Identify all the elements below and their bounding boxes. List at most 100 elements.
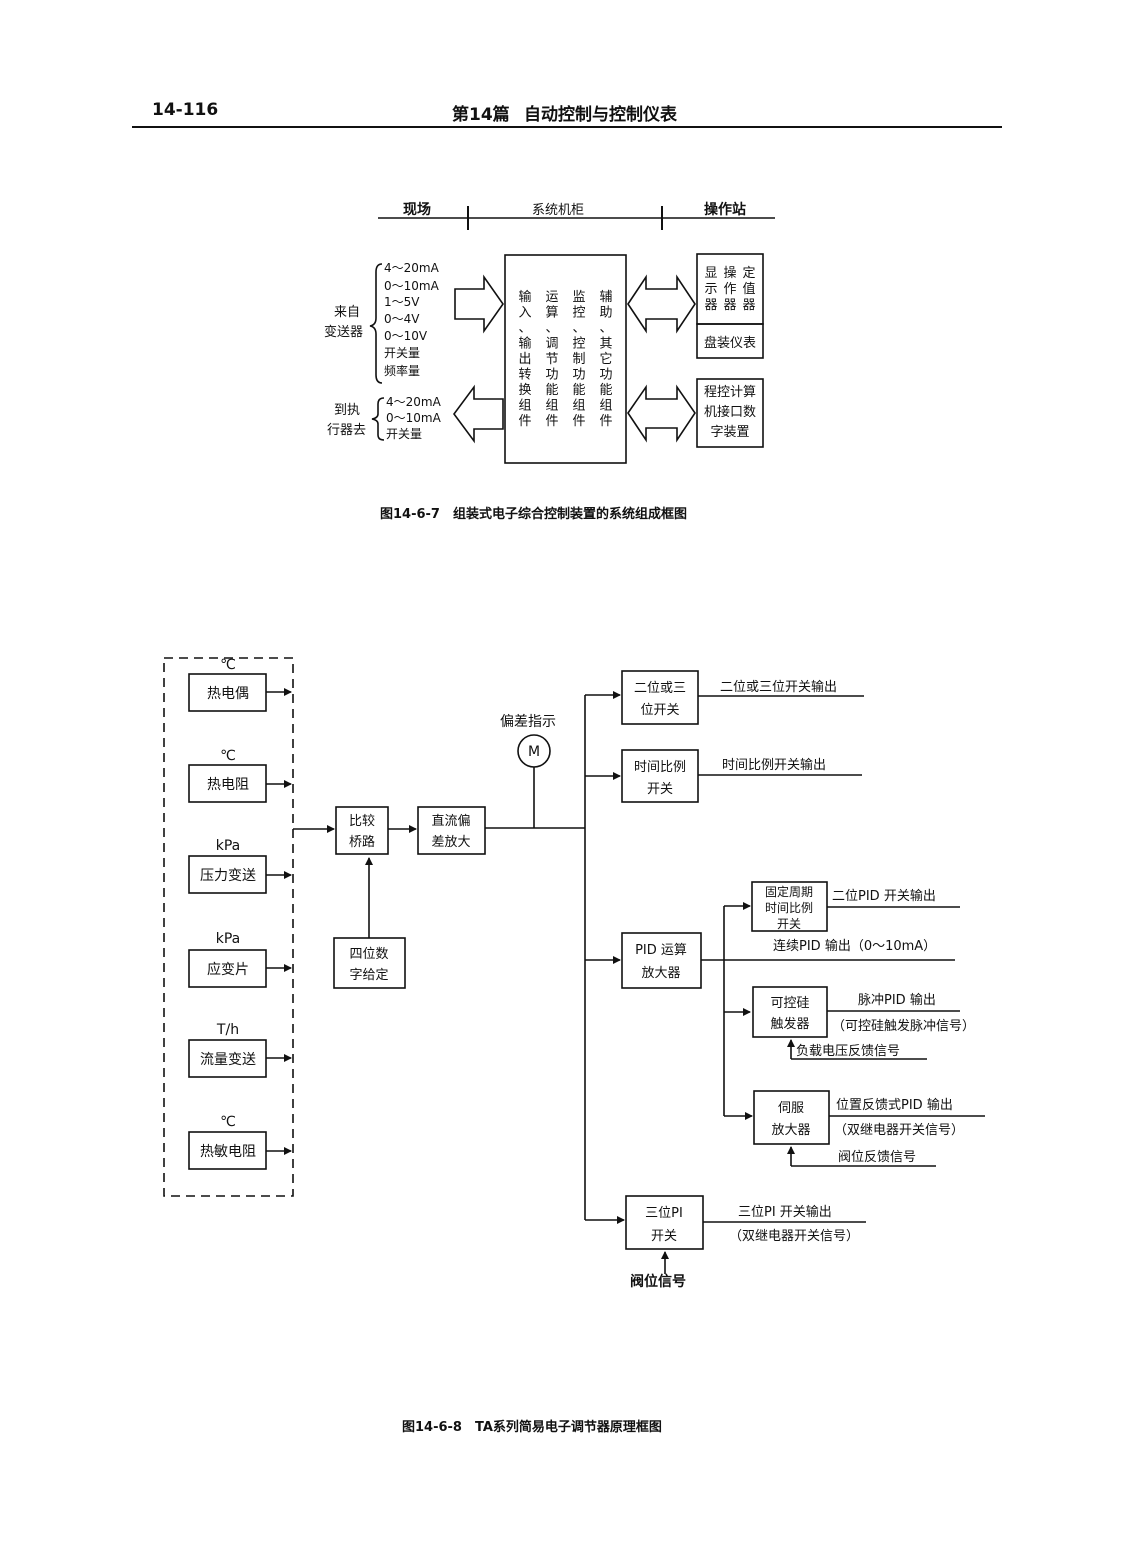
output-labels: 二位或三位开关输出 时间比例开关输出 二位PID 开关输出 连续PID 输出（0… [630,679,975,1290]
module-aux-char: 它 [599,351,612,367]
chapter-label: 第14篇 [452,105,510,125]
dc-amp-label-2: 差放大 [431,835,470,850]
input-signal-list: 4～20mA 0～10mA 1～5V 0～4V 0～10V 开关量 频率量 [384,261,440,378]
module-aux-char: 件 [599,414,612,429]
station-col-char: 器 [704,298,717,313]
two-three-output: 二位或三位开关输出 [720,679,837,695]
input-signal: 频率量 [384,363,420,378]
meter-symbol: M [528,744,540,760]
bidir-arrow-station [627,274,696,334]
module-monitor-char: 功 [572,368,585,383]
from-transmitter-2: 变送器 [324,324,363,340]
scr-box [752,986,828,1038]
output-signal: 开关量 [386,427,422,441]
panel-instrument-box [696,323,764,359]
module-calc-char: 运 [545,290,558,305]
sensor-label: 流量变送 [200,1052,256,1068]
sensor-label: 热敏电阻 [200,1144,256,1160]
station-col-char: 显 [704,266,717,281]
station-col-char: 值 [742,281,755,297]
module-calc-char: 调 [545,337,558,352]
module-aux-char: 助 [599,306,612,321]
bridge-label-1: 比较 [349,814,375,829]
valve-feedback-label: 阀位反馈信号 [838,1150,916,1165]
module-io-char: 出 [518,352,531,367]
module-aux-char: 辅 [599,290,612,305]
fixed-period-label-3: 开关 [777,917,801,931]
input-signal: 1～5V [384,295,420,309]
module-aux-char: 功 [599,368,612,383]
bridge-box [335,806,389,855]
relay-signal: （双继电器开关信号） [834,1123,964,1138]
computer-line-1: 程控计算 [704,385,756,400]
station-col-char: 定 [742,266,755,281]
pulse-signal: （可控硅触发脉冲信号） [832,1018,975,1034]
module-monitor-char: 控 [572,306,585,321]
to-actuator-2: 行器去 [327,423,366,438]
sensor-label: 压力变送 [200,868,256,884]
module-io-char: 、 [518,321,531,336]
module-monitor-char: 控 [572,337,585,352]
figure-14-6-7-caption: 图14-6-7 组装式电子综合控制装置的系统组成框图 [380,507,687,522]
pid-amp-label-1: PID 运算 [635,943,687,958]
sensor-frame [163,657,294,1197]
computer-line-3: 字装置 [710,425,749,440]
sensor-label: 应变片 [207,961,249,978]
chapter-title: 自动控制与控制仪表 [524,105,677,125]
module-monitor-char: 制 [572,352,585,367]
output-signal-list: 4～20mA 0～10mA 开关量 [386,395,442,441]
deviation-indicator-label: 偏差指示 [500,714,556,730]
module-io-char: 输 [518,336,531,352]
module-io-char: 入 [518,306,531,321]
dc-amp-box [417,806,486,855]
pi-relay-signal: （双继电器开关信号） [729,1229,859,1244]
module-aux-char: 组 [599,399,612,414]
pid-switch-output: 二位PID 开关输出 [832,888,936,904]
setpoint-label-1: 四位数 [349,947,388,962]
time-prop-label-1: 时间比例 [634,760,686,775]
station-col-char: 操 [723,265,736,281]
load-feedback-label: 负载电压反馈信号 [796,1044,900,1059]
sensor-labels: ℃ 热电偶 ℃ 热电阻 kPa 压力变送 kPa 应变片 T/h 流量变送 ℃ … [200,657,256,1160]
cabinet-box [504,254,627,464]
computer-interface-box [696,378,764,448]
sensor-unit: ℃ [220,657,236,673]
servo-box [753,1090,830,1145]
output-arrow [453,384,504,444]
time-prop-output: 时间比例开关输出 [722,757,826,773]
sensor-label: 热电偶 [207,686,249,702]
two-three-label-2: 位开关 [640,703,679,718]
output-signal: 0～10mA [386,411,442,425]
module-io-char: 输 [518,289,531,305]
module-calc-char: 件 [545,414,558,429]
fixed-period-label-2: 时间比例 [765,901,813,915]
output-brace [371,397,385,441]
page-number: 14-116 [152,100,219,120]
zone-station: 操作站 [704,201,746,218]
input-signal: 0～10V [384,329,428,343]
scr-label-2: 触发器 [770,1016,809,1032]
panel-instrument-label: 盘装仪表 [704,335,756,351]
module-monitor-char: 组 [572,399,585,414]
module-aux-char: 其 [599,337,612,352]
zone-field: 现场 [403,202,431,218]
module-calc-char: 节 [545,352,558,367]
pi-switch-label-1: 三位PI [645,1206,683,1221]
module-monitor-char: 能 [572,383,585,398]
sensor-unit: ℃ [220,748,236,764]
sensor-unit: kPa [216,931,241,947]
from-transmitter-1: 来自 [334,305,360,320]
sensor-unit: kPa [216,838,241,854]
fixed-period-label-1: 固定周期 [765,884,813,899]
module-monitor-char: 监 [572,290,585,305]
module-calc-char: 能 [545,383,558,398]
station-col-char: 器 [723,298,736,313]
bridge-label-2: 桥路 [349,834,375,850]
zone-cabinet: 系统机柜 [532,203,584,218]
module-aux-char: 、 [599,321,612,336]
